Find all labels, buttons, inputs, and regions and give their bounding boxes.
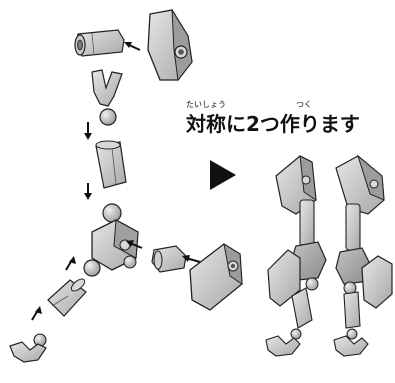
arrow-icon: [65, 256, 76, 271]
upper-arm-part: [95, 140, 127, 189]
y-joint-part: [91, 69, 123, 126]
assembled-arm-right: [333, 154, 393, 357]
arrow-icon: [84, 122, 92, 140]
shoulder-armor-part: [147, 9, 193, 82]
connector-part: [151, 245, 187, 273]
assembled-arm-left: [265, 155, 327, 357]
arrow-icon: [31, 306, 42, 321]
hand-part: [9, 333, 47, 363]
elbow-joint-part: [83, 203, 139, 277]
ruby-tsuku: つく: [296, 100, 312, 109]
caption-text: 対称に2つ作ります: [186, 112, 360, 136]
right-triangle-icon: [210, 160, 236, 190]
instruction-caption: たいしょう つく 対称に2つ作ります: [186, 100, 386, 140]
lower-arm-part: [47, 278, 87, 317]
arrow-icon: [84, 183, 92, 200]
shoulder-tube-part: [74, 29, 125, 57]
forearm-armor-part: [189, 242, 243, 311]
arrow-icon: [124, 42, 141, 51]
ruby-taishou: たいしょう: [186, 100, 226, 109]
arrow-icon: [182, 255, 201, 263]
arrow-icon: [126, 240, 143, 249]
